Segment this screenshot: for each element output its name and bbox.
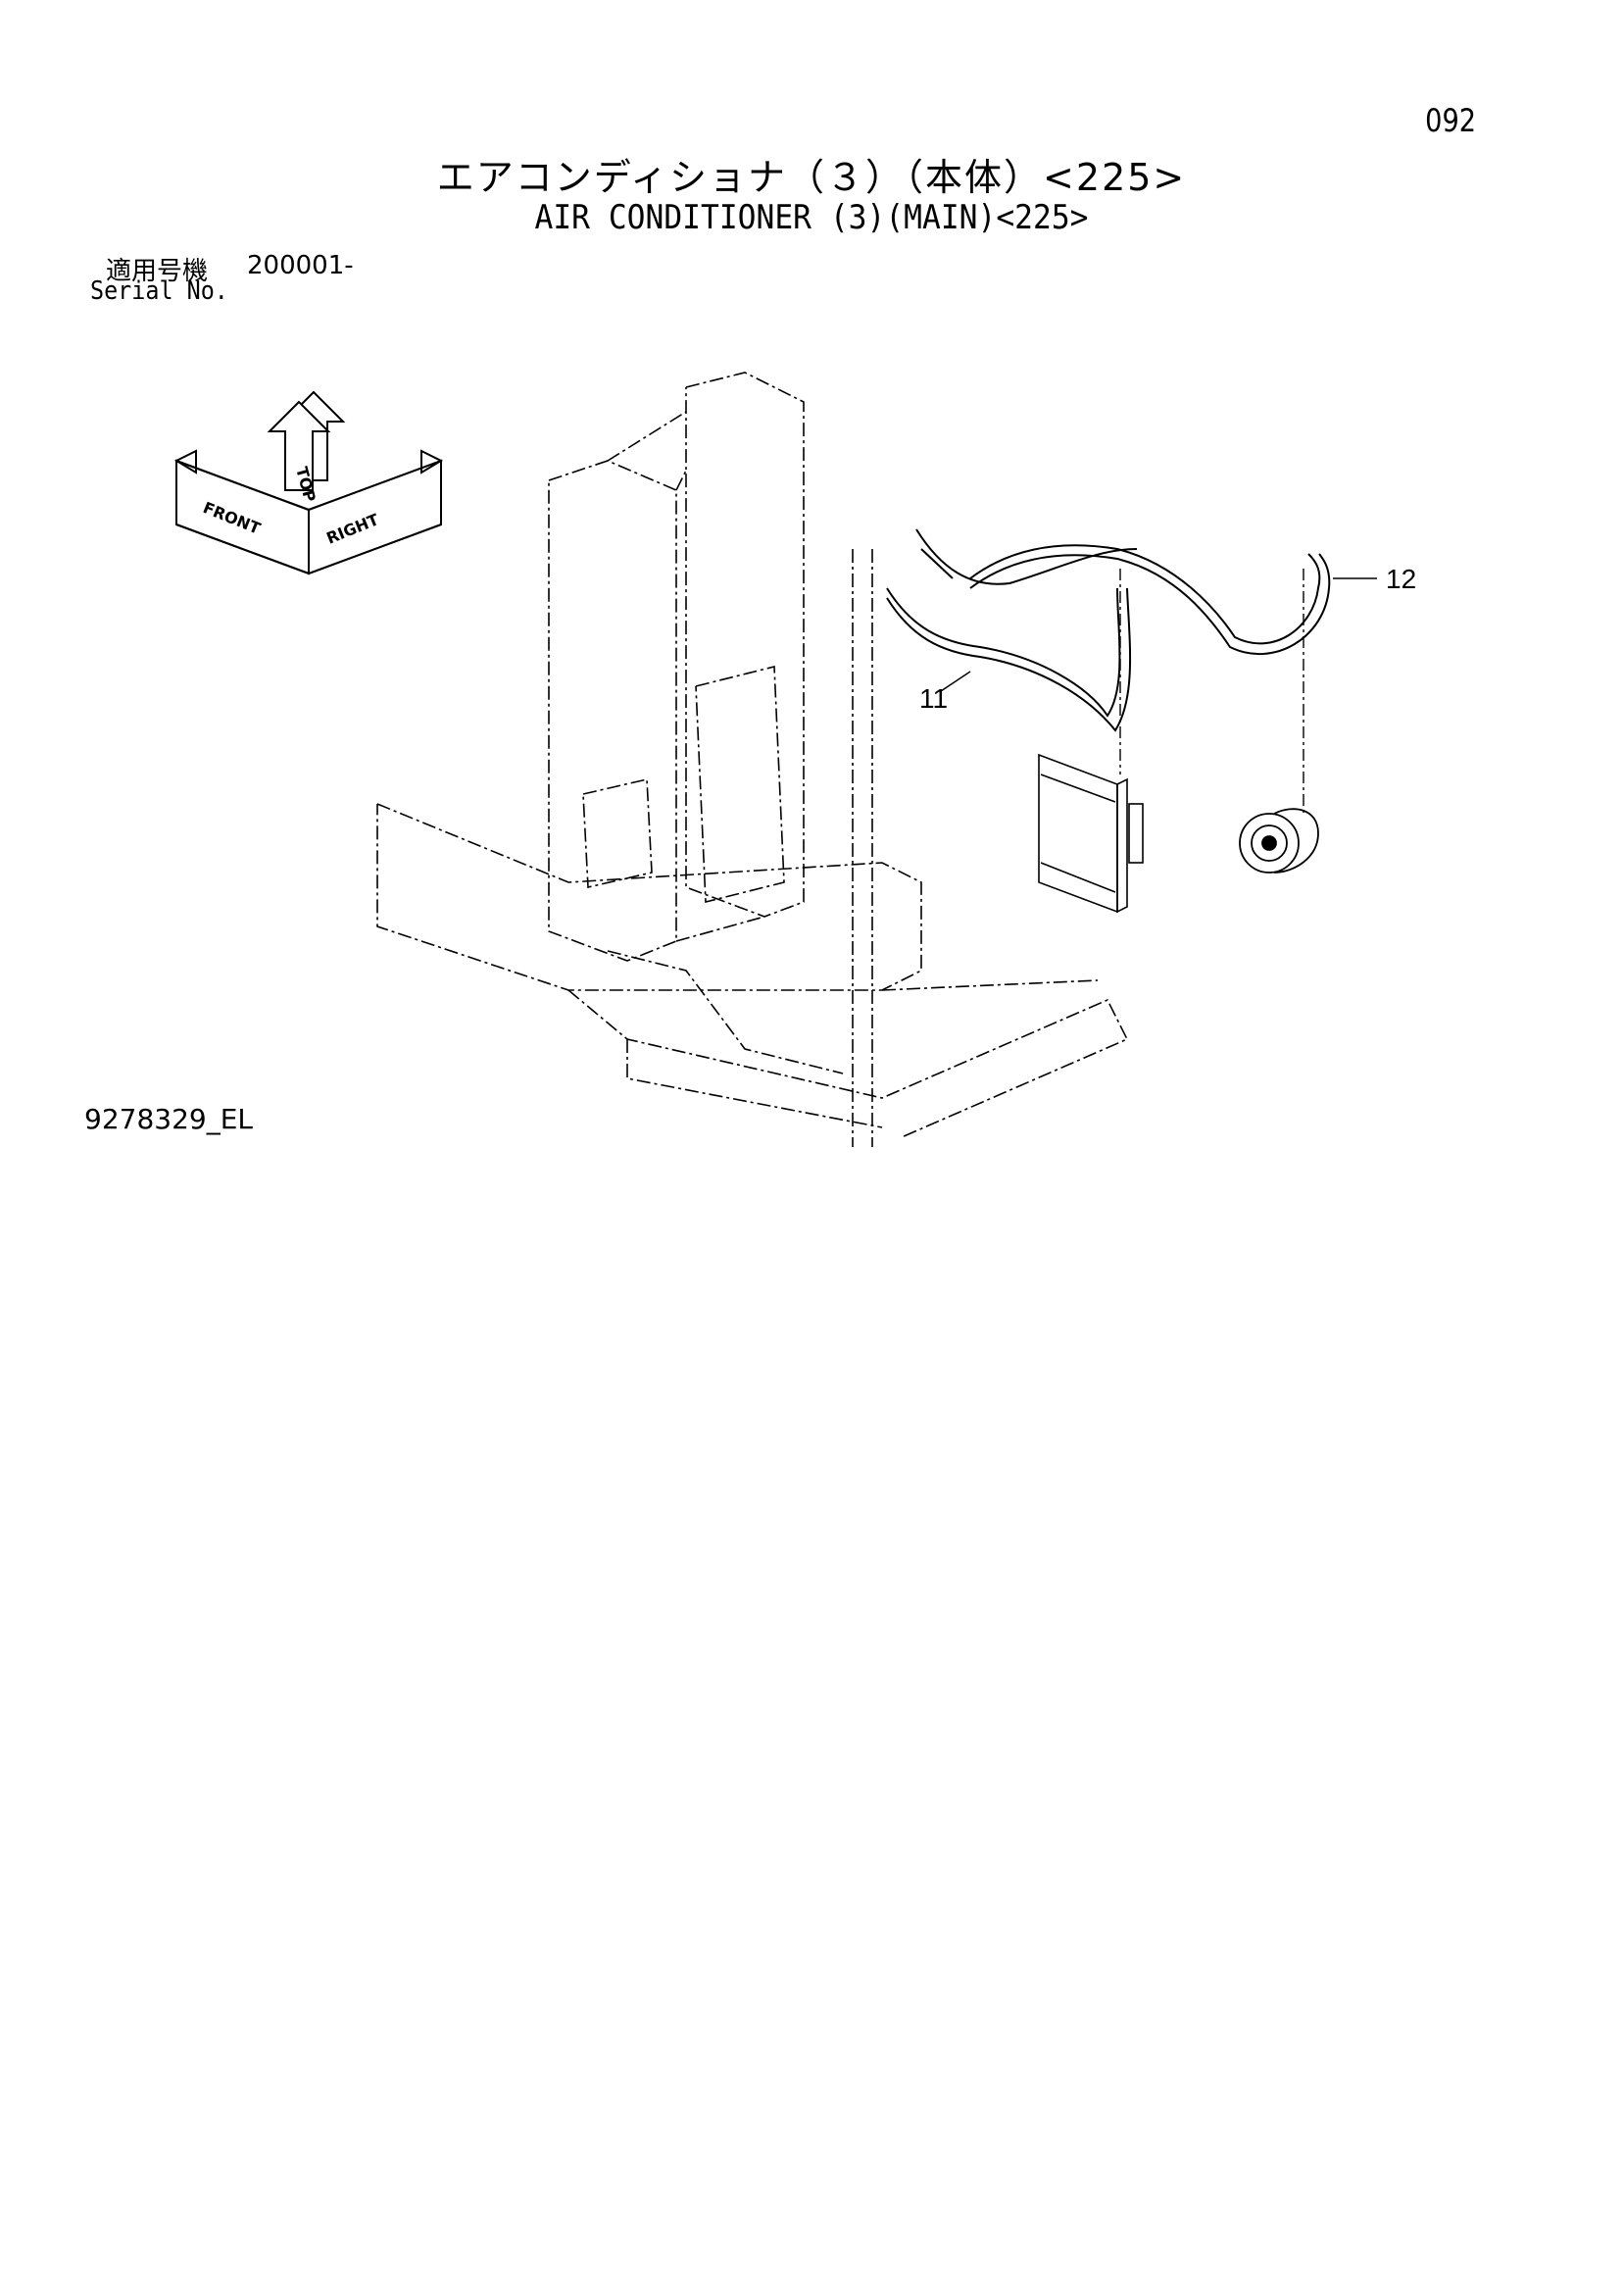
page-number: 092 [1425, 102, 1476, 139]
direction-indicator-icon [173, 390, 444, 575]
callout-12-label: 12 [1386, 564, 1416, 594]
page-title-english: AIR CONDITIONER (3)(MAIN)<225> [534, 198, 1089, 237]
serial-label-english: Serial No. [90, 276, 228, 306]
cab-frame-outline [548, 372, 873, 1147]
compressor-icon [1239, 808, 1319, 873]
condenser-icon [1038, 753, 1144, 914]
hose-11 [886, 528, 1138, 732]
callout-11-leader [940, 671, 971, 692]
hose-12 [969, 544, 1331, 656]
callout-11-label: 11 [919, 683, 948, 714]
direction-top-label: TOP [292, 465, 320, 504]
chassis-outline [376, 803, 1129, 1138]
page-title-japanese: エアコンディショナ（３）（本体）<225> [436, 156, 1187, 199]
serial-range: 200001- [247, 251, 354, 280]
drawing-id: 9278329_EL [84, 1103, 253, 1135]
serial-label-japanese: 適用号機 [106, 257, 209, 286]
